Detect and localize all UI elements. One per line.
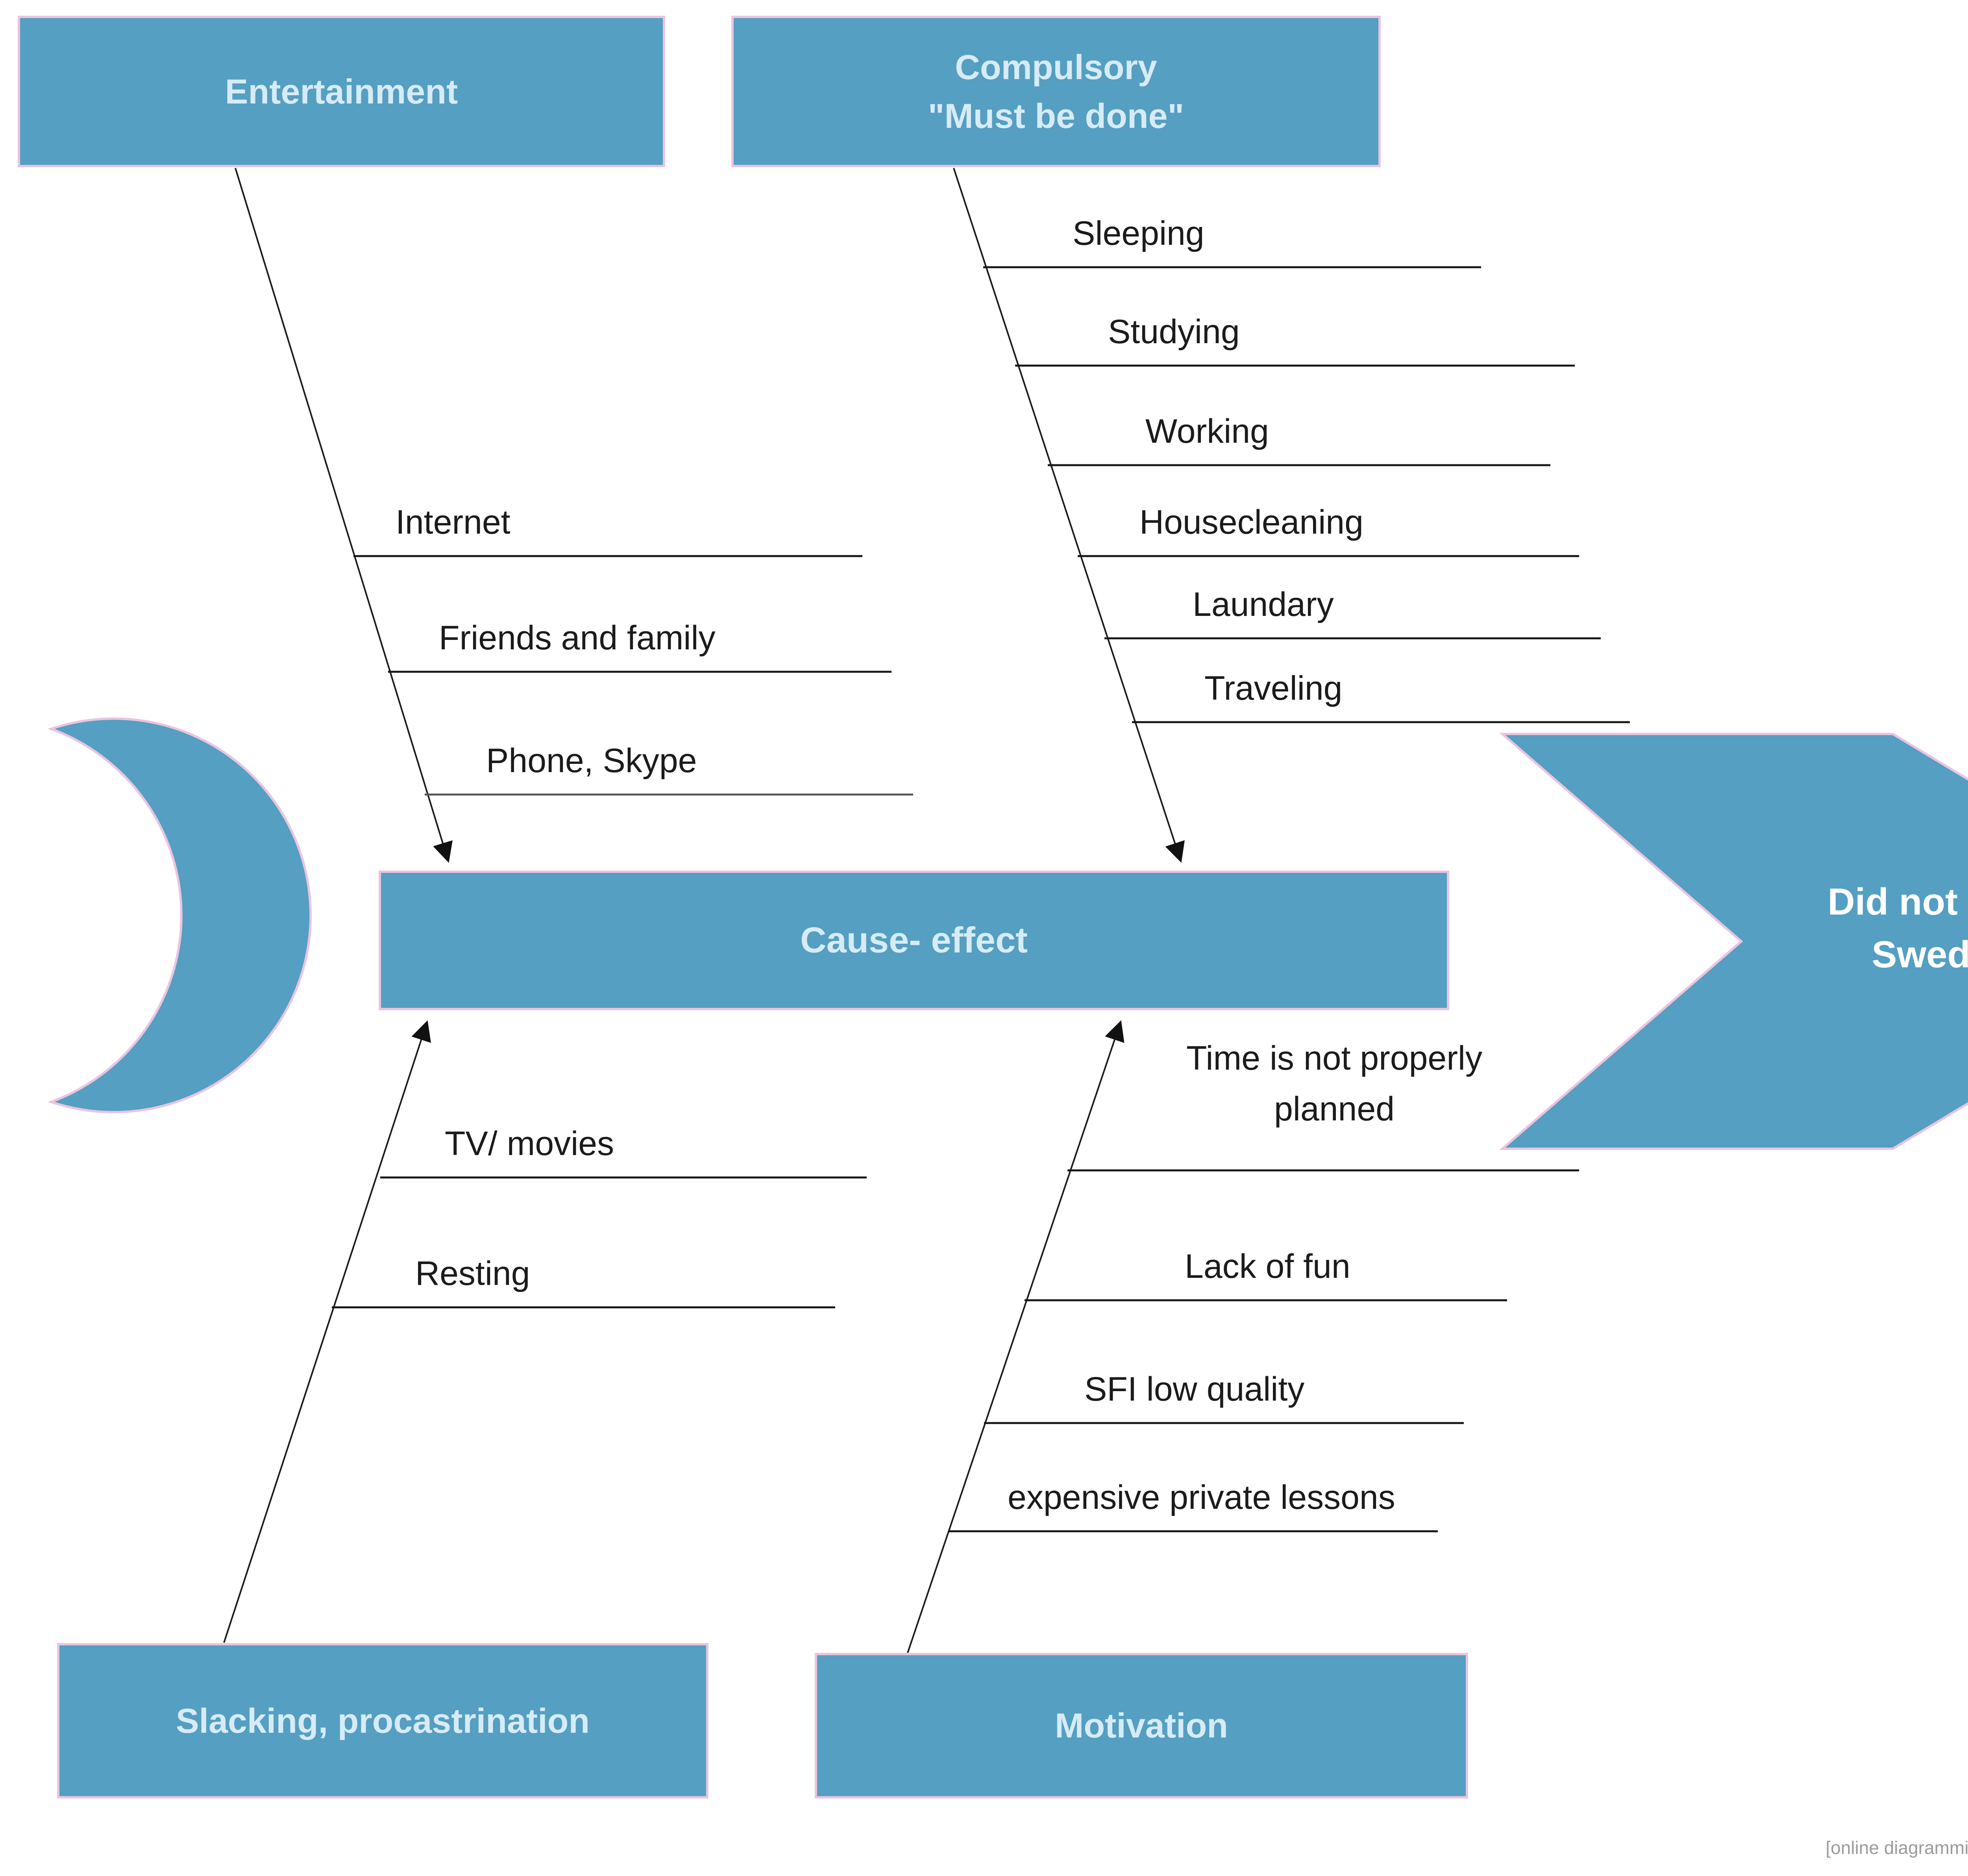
cause-label-phone: Phone, Skype <box>486 742 697 780</box>
cause-label-traveling: Traveling <box>1204 669 1343 707</box>
creately-watermark: [online diagramming & design]creately.co… <box>1826 1822 1968 1862</box>
spine-label: Cause- effect <box>800 920 1028 961</box>
category-box-motivation: Motivation <box>815 1653 1468 1798</box>
spine-box-cause-effect: Cause- effect <box>379 871 1449 1010</box>
category-box-entertainment: Entertainment <box>18 16 665 167</box>
watermark-tagline: [online diagramming & design] <box>1826 1837 1968 1858</box>
category-label: Entertainment <box>225 72 458 111</box>
cause-label-studying: Studying <box>1108 313 1240 351</box>
cause-label-sleeping: Sleeping <box>1073 214 1204 252</box>
cause-label-time-planning: Time is not properly planned <box>1186 1039 1482 1128</box>
category-label: Slacking, procastrination <box>176 1701 590 1740</box>
branch-line-entertainment <box>235 168 453 863</box>
category-box-slacking: Slacking, procastrination <box>57 1643 708 1798</box>
cause-label-working: Working <box>1145 412 1269 450</box>
cause-label-laundary: Laundary <box>1193 586 1334 623</box>
cause-label-internet: Internet <box>396 503 510 541</box>
cause-label-lack-of-fun: Lack of fun <box>1185 1248 1350 1285</box>
category-label: Motivation <box>1055 1706 1228 1745</box>
category-label: Compulsory "Must be done" <box>928 48 1184 135</box>
cause-label-expensive-lessons: expensive private lessons <box>1008 1479 1395 1516</box>
effect-label: Did not study Swedish <box>1827 881 1968 976</box>
effect-arrow-shape <box>1499 733 1968 1150</box>
category-box-compulsory: Compulsory "Must be done" <box>731 16 1381 167</box>
cause-label-sfi: SFI low quality <box>1084 1370 1305 1408</box>
crescent-tail-shape <box>47 717 312 1113</box>
branch-line-slacking <box>223 1020 431 1643</box>
branch-line-compulsory <box>953 168 1185 863</box>
cause-label-tv-movies: TV/ movies <box>445 1125 614 1163</box>
cause-label-friends: Friends and family <box>439 619 716 657</box>
cause-label-housecleaning: Housecleaning <box>1139 503 1363 541</box>
branch-line-motivation <box>907 1020 1125 1653</box>
cause-label-resting: Resting <box>415 1255 530 1292</box>
